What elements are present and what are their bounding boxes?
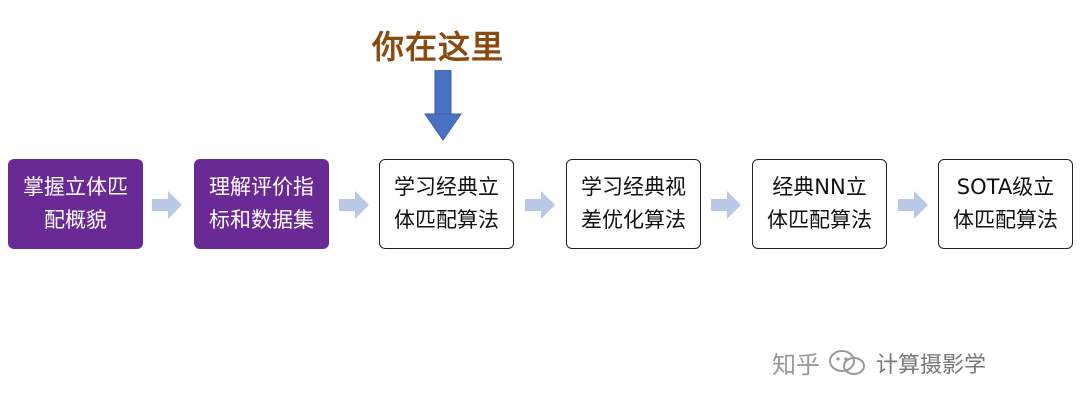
wechat-icon	[829, 349, 865, 375]
flow-arrow-icon	[152, 191, 182, 219]
zhihu-logo: 知乎	[772, 351, 820, 379]
flow-arrow-icon	[525, 191, 555, 219]
account-name: 计算摄影学	[876, 352, 987, 378]
step-label-5: 经典NN立 体匹配算法	[767, 175, 872, 232]
step-label-4: 学习经典视 差优化算法	[581, 175, 686, 232]
step-box-3: 学习经典立 体匹配算法	[379, 159, 514, 249]
step-box-6: SOTA级立 体匹配算法	[938, 159, 1073, 249]
down-arrow-icon	[424, 70, 462, 141]
flow-arrow-icon	[898, 191, 928, 219]
you-are-here-label: 你在这里	[372, 28, 505, 66]
step-label-3: 学习经典立 体匹配算法	[394, 175, 499, 232]
step-box-5: 经典NN立 体匹配算法	[752, 159, 887, 249]
watermark: 知乎 计算摄影学	[772, 345, 986, 380]
step-label-2: 理解评价指 标和数据集	[209, 175, 314, 232]
step-label-1: 掌握立体匹 配概貌	[23, 175, 128, 232]
step-box-2: 理解评价指 标和数据集	[194, 159, 329, 249]
step-box-1: 掌握立体匹 配概貌	[8, 159, 143, 249]
step-label-6: SOTA级立 体匹配算法	[953, 175, 1058, 232]
flow-arrow-icon	[711, 191, 741, 219]
flow-arrow-icon	[339, 191, 369, 219]
step-box-4: 学习经典视 差优化算法	[566, 159, 701, 249]
